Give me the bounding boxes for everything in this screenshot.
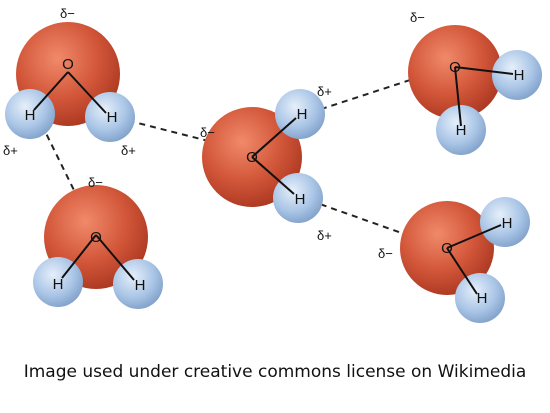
oxygen-label: O: [441, 240, 453, 257]
oxygen-label: O: [90, 229, 102, 246]
hbond-2: [299, 66, 451, 117]
hydrogen-atom: [492, 50, 542, 100]
hbond-3: [299, 196, 445, 249]
hydrogen-atom: [113, 259, 163, 309]
hydrogen-label: H: [107, 109, 118, 126]
hydrogen-label: H: [297, 106, 308, 123]
image-credit-caption: Image used under creative commons licens…: [23, 362, 527, 382]
hydrogen-atom: [33, 257, 83, 307]
hydrogen-atom: [455, 273, 505, 323]
delta-plus-label: δ+: [317, 84, 332, 99]
hydrogen-label: H: [25, 107, 36, 124]
oxygen-label: O: [246, 149, 258, 166]
hydrogen-label: H: [53, 276, 64, 293]
water-molecule-4: [408, 25, 542, 155]
hydrogen-label: H: [295, 191, 306, 208]
hydrogen-label: H: [456, 122, 467, 139]
partial-charge-labels: δ− δ+ δ+ δ− δ− δ+ δ+ δ− δ−: [3, 6, 425, 261]
water-molecule-2: [33, 185, 163, 309]
delta-minus-label: δ−: [60, 6, 75, 21]
hydrogen-label: H: [514, 67, 525, 84]
delta-plus-label: δ+: [3, 143, 18, 158]
hydrogen-label: H: [502, 215, 513, 232]
delta-minus-label: δ−: [378, 246, 393, 261]
delta-minus-label: δ−: [410, 10, 425, 25]
hydrogen-atom: [480, 197, 530, 247]
hydrogen-atom: [436, 105, 486, 155]
delta-minus-label: δ−: [200, 125, 215, 140]
hydrogen-label: H: [135, 277, 146, 294]
delta-plus-label: δ+: [317, 228, 332, 243]
oxygen-label: O: [449, 59, 461, 76]
hydrogen-bonds: [36, 66, 451, 249]
delta-plus-label: δ+: [121, 143, 136, 158]
delta-minus-label: δ−: [88, 175, 103, 190]
hydrogen-bonding-diagram: O H H O H H O H H O H H O H H δ− δ+ δ+ δ…: [3, 6, 542, 323]
water-molecule-1: [5, 22, 135, 142]
water-molecule-3: [202, 89, 325, 223]
oxygen-label: O: [62, 56, 74, 73]
hydrogen-label: H: [477, 290, 488, 307]
water-molecule-5: [400, 197, 530, 323]
atom-labels: O H H O H H O H H O H H O H H: [25, 56, 525, 307]
